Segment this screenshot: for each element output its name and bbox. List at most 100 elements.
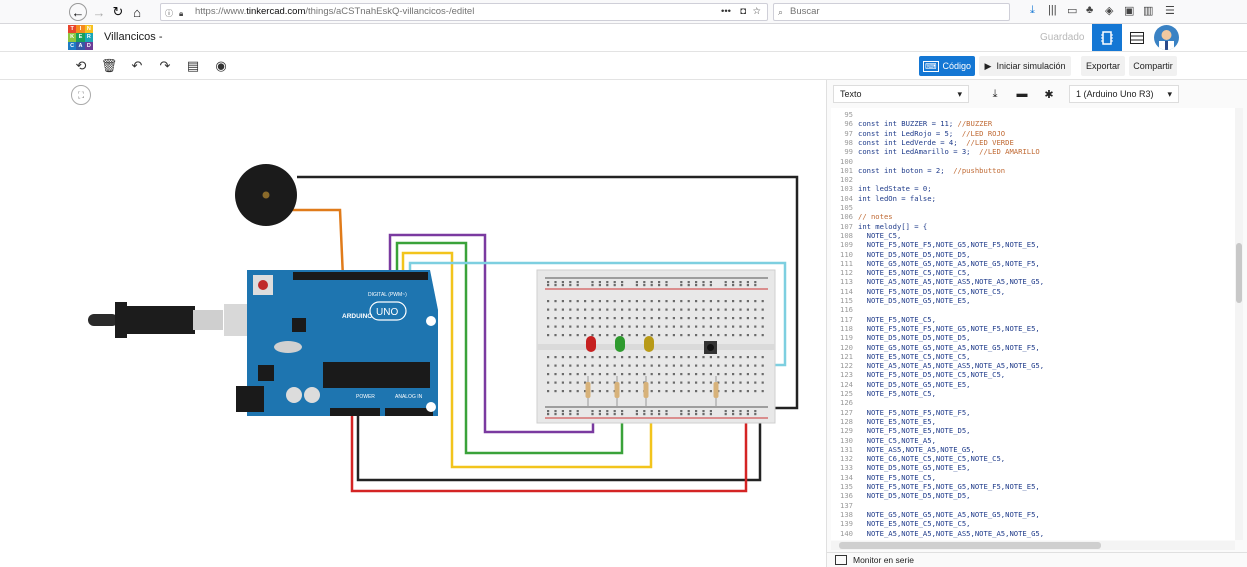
code-line[interactable]: 116	[831, 305, 858, 314]
code-line[interactable]: 114 NOTE_F5,NOTE_D5,NOTE_C5,NOTE_C5,	[831, 287, 1005, 296]
export-button[interactable]: Exportar	[1081, 56, 1125, 76]
extension-icon-3[interactable]: ▣	[1124, 5, 1135, 17]
code-line[interactable]: 112 NOTE_E5,NOTE_C5,NOTE_C5,	[831, 268, 971, 277]
notes-icon[interactable]: ▤	[186, 58, 200, 73]
info-icon[interactable]: ⓘ	[165, 9, 173, 18]
usb-cable[interactable]	[88, 302, 260, 338]
code-line[interactable]: 106// notes	[831, 212, 893, 221]
component-list-button[interactable]	[1124, 24, 1150, 51]
avatar[interactable]	[1154, 25, 1179, 50]
code-line[interactable]: 134 NOTE_F5,NOTE_C5,	[831, 473, 936, 482]
eye-icon[interactable]: ◉	[215, 58, 227, 73]
resistor-green[interactable]	[614, 376, 620, 406]
circuit-view-button[interactable]	[1092, 24, 1122, 51]
bookmark-star-icon[interactable]: ☆	[752, 6, 761, 17]
undo-icon[interactable]: ↶	[131, 58, 143, 73]
code-line[interactable]: 117 NOTE_F5,NOTE_C5,	[831, 315, 936, 324]
code-line[interactable]: 140 NOTE_A5,NOTE_A5,NOTE_AS5,NOTE_A5,NOT…	[831, 529, 1044, 538]
code-line[interactable]: 123 NOTE_F5,NOTE_D5,NOTE_C5,NOTE_C5,	[831, 370, 1005, 379]
vertical-scroll-thumb[interactable]	[1236, 243, 1242, 303]
back-arrow-icon[interactable]: ←	[69, 3, 87, 21]
code-line[interactable]: 119 NOTE_D5,NOTE_D5,NOTE_D5,	[831, 333, 971, 342]
code-line[interactable]: 122 NOTE_A5,NOTE_A5,NOTE_AS5,NOTE_A5,NOT…	[831, 361, 1044, 370]
code-line[interactable]: 100	[831, 157, 858, 166]
piezo-buzzer[interactable]	[235, 164, 297, 226]
horizontal-scroll-thumb[interactable]	[839, 542, 1101, 549]
code-line[interactable]: 105	[831, 203, 858, 212]
serial-monitor-toggle[interactable]: Monitor en serie	[827, 552, 1247, 567]
device-select[interactable]: 1 (Arduino Uno R3)	[1069, 85, 1179, 103]
download-icon[interactable]: ⤓	[1030, 4, 1035, 16]
black-wire-buzzer[interactable]	[297, 175, 799, 410]
resistor-button[interactable]	[713, 376, 719, 406]
code-line[interactable]: 95	[831, 110, 858, 119]
code-line[interactable]: 124 NOTE_D5,NOTE_G5,NOTE_E5,	[831, 380, 971, 389]
project-title[interactable]: Villancicos -	[104, 31, 163, 43]
url-bar[interactable]: ⓘ 🔒︎ https://www.tinkercad.com/things/aC…	[160, 3, 768, 21]
resistor-yellow[interactable]	[643, 376, 649, 406]
page-actions-menu-icon[interactable]: •••	[721, 6, 731, 17]
code-line[interactable]: 118 NOTE_F5,NOTE_F5,NOTE_G5,NOTE_F5,NOTE…	[831, 324, 1040, 333]
code-line[interactable]: 110 NOTE_D5,NOTE_D5,NOTE_D5,	[831, 250, 971, 259]
arduino-uno-board[interactable]: ARDUINO UNO DIGITAL (PWM~) POWER ANALOG …	[236, 270, 438, 416]
extension-icon[interactable]: ♣	[1086, 4, 1094, 16]
code-line[interactable]: 137	[831, 501, 858, 510]
vertical-scrollbar[interactable]	[1235, 108, 1243, 540]
red-wire-5v[interactable]	[350, 410, 748, 493]
code-line[interactable]: 127 NOTE_F5,NOTE_F5,NOTE_F5,	[831, 408, 971, 417]
code-line[interactable]: 120 NOTE_G5,NOTE_G5,NOTE_A5,NOTE_G5,NOTE…	[831, 343, 1040, 352]
sidebar-icon[interactable]: ▭	[1067, 5, 1078, 17]
code-line[interactable]: 125 NOTE_F5,NOTE_C5,	[831, 389, 936, 398]
pocket-icon[interactable]: ◘	[740, 6, 746, 17]
code-line[interactable]: 115 NOTE_D5,NOTE_G5,NOTE_E5,	[831, 296, 971, 305]
code-line[interactable]: 109 NOTE_F5,NOTE_F5,NOTE_G5,NOTE_F5,NOTE…	[831, 240, 1040, 249]
led-green[interactable]	[615, 336, 625, 352]
debug-bug-icon[interactable]: ✱	[1044, 88, 1054, 101]
led-yellow[interactable]	[644, 336, 654, 352]
horizontal-scrollbar[interactable]	[831, 541, 1235, 550]
pushbutton[interactable]	[704, 341, 717, 354]
home-icon[interactable]: ⌂	[133, 4, 141, 20]
download-code-icon[interactable]: ⤓	[992, 87, 998, 100]
code-mode-select[interactable]: Texto	[833, 85, 969, 103]
code-line[interactable]: 141 NOTE_F5,NOTE_D5,NOTE_C5,	[831, 538, 971, 540]
trash-icon[interactable]: 🗑︎	[100, 58, 118, 73]
fit-view-icon[interactable]: ⛶	[71, 85, 91, 105]
search-input[interactable]: ⌕ Buscar	[773, 3, 1010, 21]
redo-icon[interactable]: ↷	[159, 58, 171, 73]
code-line[interactable]: 121 NOTE_E5,NOTE_C5,NOTE_C5,	[831, 352, 971, 361]
resistor-red[interactable]	[585, 376, 591, 406]
yellow-wire[interactable]	[401, 251, 653, 469]
code-line[interactable]: 129 NOTE_F5,NOTE_E5,NOTE_D5,	[831, 426, 971, 435]
code-line[interactable]: 128 NOTE_E5,NOTE_E5,	[831, 417, 936, 426]
circuit-canvas[interactable]: ARDUINO UNO DIGITAL (PWM~) POWER ANALOG …	[0, 80, 826, 567]
code-line[interactable]: 126	[831, 398, 858, 407]
hamburger-menu-icon[interactable]: ☰	[1165, 5, 1175, 17]
code-line[interactable]: 113 NOTE_A5,NOTE_A5,NOTE_AS5,NOTE_A5,NOT…	[831, 277, 1044, 286]
code-line[interactable]: 136 NOTE_D5,NOTE_D5,NOTE_D5,	[831, 491, 971, 500]
code-line[interactable]: 102	[831, 175, 858, 184]
code-line[interactable]: 108 NOTE_C5,	[831, 231, 901, 240]
extension-icon-4[interactable]: ▥	[1143, 5, 1154, 17]
code-line[interactable]: 130 NOTE_C5,NOTE_A5,	[831, 436, 936, 445]
green-wire[interactable]	[395, 241, 624, 455]
forward-arrow-icon[interactable]: →	[92, 4, 106, 20]
code-line[interactable]: 135 NOTE_F5,NOTE_F5,NOTE_G5,NOTE_F5,NOTE…	[831, 482, 1040, 491]
code-line[interactable]: 133 NOTE_D5,NOTE_G5,NOTE_E5,	[831, 463, 971, 472]
code-line[interactable]: 131 NOTE_AS5,NOTE_A5,NOTE_G5,	[831, 445, 975, 454]
library-icon[interactable]: |||	[1048, 4, 1057, 16]
upload-icon[interactable]: ▬	[1016, 88, 1028, 100]
led-red[interactable]	[586, 336, 596, 352]
start-simulation-button[interactable]: ▶ Iniciar simulación	[979, 56, 1071, 76]
code-line[interactable]: 139 NOTE_E5,NOTE_C5,NOTE_C5,	[831, 519, 971, 528]
tinkercad-logo[interactable]: T I N K E R C A D	[68, 25, 93, 50]
